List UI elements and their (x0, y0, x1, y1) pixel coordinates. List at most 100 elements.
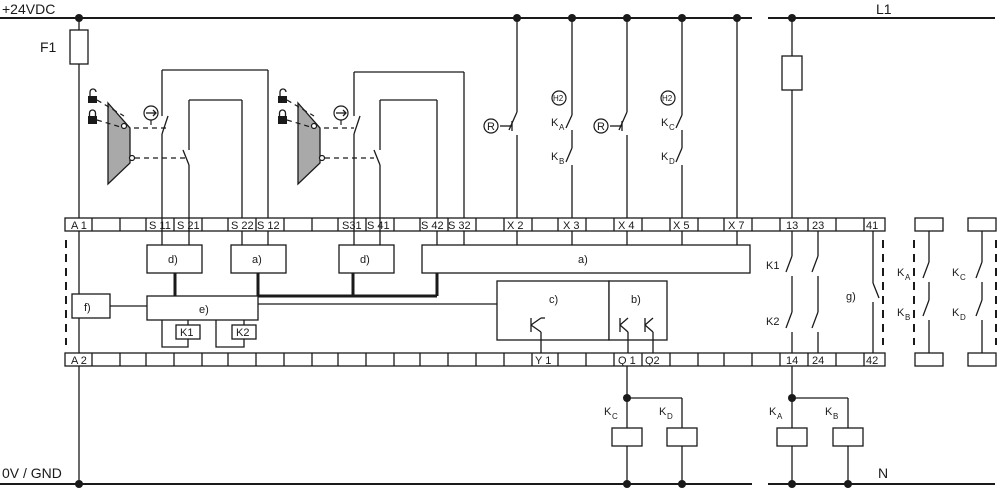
contact-k2-label: K2 (766, 316, 779, 328)
sub-b: B (905, 313, 910, 322)
terminal-x7: X 7 (728, 220, 745, 232)
line-label: L1 (876, 1, 892, 17)
guard-switch-2 (278, 71, 465, 231)
block-a-1-label: a) (252, 254, 262, 266)
block-a-1 (230, 244, 287, 274)
terminal-a2: A 2 (71, 355, 87, 367)
terminal-14: 14 (786, 355, 798, 367)
terminal-24: 24 (812, 355, 824, 367)
lamp-label: H2 (553, 94, 564, 103)
terminal-s21: S 21 (177, 220, 200, 232)
contact-kd-label: K (661, 151, 669, 163)
reset-label: R (597, 121, 605, 133)
unlock-icon (88, 88, 97, 103)
sub-d: D (960, 313, 966, 322)
terminal-23: 23 (812, 220, 824, 232)
block-d-2 (338, 244, 395, 274)
terminal-s42: S 42 (421, 220, 444, 232)
contact-kb-label: K (897, 307, 905, 319)
block-f-label: f) (84, 302, 91, 314)
terminal-x4: X 4 (618, 220, 635, 232)
bottom-terminal-labels: A 2 Y 1 Q 1 Q2 14 24 42 (71, 355, 878, 367)
contact-kc-label: K (661, 117, 669, 129)
coil-kd-label: K (659, 406, 667, 418)
transistor-icon (619, 317, 629, 353)
contact-ka-label: K (551, 117, 559, 129)
terminal-41: 41 (866, 220, 878, 232)
block-e (146, 295, 259, 321)
block-e-label: e) (199, 304, 209, 316)
block-c-label: c) (549, 294, 558, 306)
door-actuator-icon (107, 101, 131, 186)
top-terminal-labels: A 1 S 11 S 21 S 22 S 12 S31 S 41 S 42 S … (71, 220, 878, 232)
relay-k1-label: K1 (180, 327, 193, 339)
sub-b: B (559, 157, 564, 166)
contact-kb-label: K (551, 151, 559, 163)
sub-d: D (669, 157, 675, 166)
reset-button-icon (483, 118, 499, 134)
transistor-icon (530, 317, 545, 340)
block-d-1-label: d) (168, 254, 178, 266)
sub-c: C (612, 412, 618, 421)
fuse-icon (781, 55, 803, 91)
coil-kb-label: K (825, 406, 833, 418)
terminal-x3: X 3 (563, 220, 580, 232)
reset-label: R (487, 121, 495, 133)
contact-kd-label: K (952, 307, 960, 319)
block-a-2 (421, 244, 751, 274)
coil-ka (776, 427, 808, 447)
terminal-s22: S 22 (231, 220, 254, 232)
terminal-s31: S31 (342, 220, 362, 232)
lamp-h2-icon (551, 90, 567, 106)
neutral-label: N (878, 465, 888, 481)
block-f (71, 293, 111, 319)
terminal-y1: Y 1 (535, 355, 551, 367)
coil-kb (832, 427, 864, 447)
terminal-s41: S 41 (367, 220, 390, 232)
block-c (496, 280, 610, 341)
lock-icon (278, 109, 287, 124)
internal-logic: d) a) d) a) e) f) (71, 231, 983, 353)
terminal-a1: A 1 (71, 220, 87, 232)
terminal-13: 13 (786, 220, 798, 232)
terminal-s11: S 11 (149, 220, 171, 232)
sub-c: C (669, 123, 675, 132)
unlock-icon (278, 88, 287, 103)
block-a-2-label: a) (578, 254, 588, 266)
input-contacts: R H2 K A K B R H2 K C K D (483, 14, 741, 218)
coil-kc (611, 427, 643, 447)
terminal-x2: X 2 (507, 220, 524, 232)
extra-terminals (914, 217, 997, 367)
sub-a: A (905, 273, 911, 282)
terminal-s12: S 12 (257, 220, 280, 232)
block-d-2-label: d) (360, 254, 370, 266)
coil-kd (666, 427, 698, 447)
sub-b: B (833, 412, 838, 421)
contact-k1-label: K1 (766, 260, 779, 272)
contact-ka-label: K (897, 267, 905, 279)
sub-d: D (667, 412, 673, 421)
terminal-s32: S 32 (448, 220, 471, 232)
coil-ka-label: K (769, 406, 777, 418)
relay-k2-label: K2 (236, 327, 249, 339)
contact-kc-label: K (952, 267, 960, 279)
supply-positive-label: +24VDC (2, 1, 55, 17)
bottom-terminal-strip (64, 352, 886, 367)
fuse-f1-label: F1 (40, 39, 57, 55)
supply-column: F1 (40, 14, 89, 488)
lamp-label: H2 (662, 94, 673, 103)
transistor-icon (644, 317, 654, 353)
enclosure-dashes (65, 240, 997, 345)
fuse-f1 (69, 29, 89, 65)
sub-a: A (559, 123, 565, 132)
terminal-q2: Q2 (645, 355, 660, 367)
block-b-label: b) (631, 294, 641, 306)
terminal-42: 42 (866, 355, 878, 367)
door-actuator-icon (297, 101, 321, 186)
terminal-x5: X 5 (673, 220, 690, 232)
guard-switch-1 (88, 69, 269, 231)
block-g-label: g) (846, 291, 856, 303)
lock-icon (88, 109, 97, 124)
